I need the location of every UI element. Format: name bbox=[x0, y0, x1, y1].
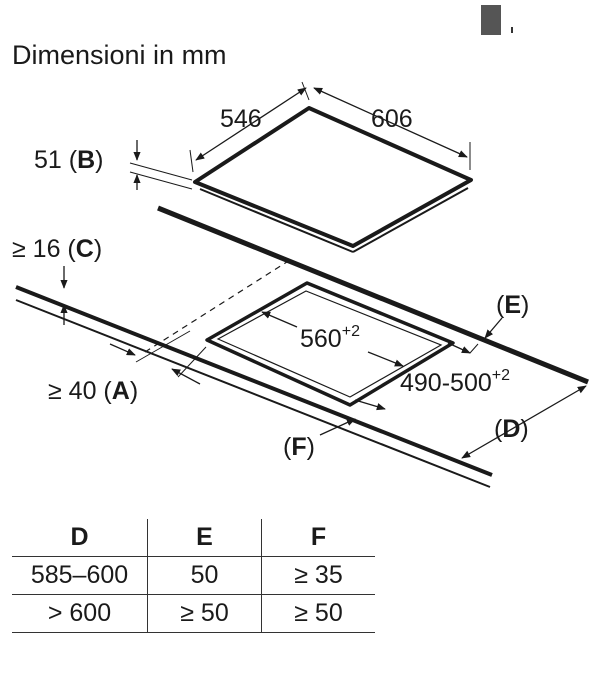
table-header-d: D bbox=[12, 519, 148, 557]
label-b-value: 51 ( bbox=[34, 146, 78, 174]
label-a: ≥ 40 (A) bbox=[48, 377, 138, 405]
label-b-close: ) bbox=[95, 146, 103, 174]
label-f-close: ) bbox=[307, 433, 315, 461]
table-header-e: E bbox=[147, 519, 262, 557]
corner-mark bbox=[481, 5, 501, 35]
label-f: (F) bbox=[283, 433, 315, 461]
label-c: ≥ 16 (C) bbox=[12, 235, 102, 263]
label-depth: 606 bbox=[371, 105, 413, 133]
table-cell: ≥ 35 bbox=[261, 556, 375, 595]
table-cell: ≥ 50 bbox=[261, 594, 375, 633]
cutout bbox=[205, 281, 455, 407]
corner-tick bbox=[511, 27, 513, 33]
label-e: (E) bbox=[496, 291, 529, 319]
label-cutout-depth-tolerance: +2 bbox=[492, 367, 510, 384]
label-width: 546 bbox=[220, 105, 262, 133]
label-f-letter: F bbox=[291, 433, 306, 461]
label-cutout-width-value: 560 bbox=[300, 325, 342, 353]
label-e-close: ) bbox=[521, 291, 529, 319]
label-e-open: ( bbox=[496, 291, 505, 319]
label-c-letter: C bbox=[76, 235, 94, 263]
table-row: 585–600 50 ≥ 35 bbox=[12, 556, 375, 595]
table-header-f: F bbox=[261, 519, 375, 557]
label-a-value: ≥ 40 ( bbox=[48, 377, 112, 405]
label-d-letter: D bbox=[502, 415, 520, 443]
edge-leaders bbox=[319, 317, 587, 459]
page-title: Dimensioni in mm bbox=[12, 40, 227, 70]
label-cutout-width: 560+2 bbox=[300, 323, 360, 353]
label-c-value: ≥ 16 ( bbox=[12, 235, 76, 263]
label-a-close: ) bbox=[130, 377, 138, 405]
label-d-open: ( bbox=[494, 415, 503, 443]
cutout-dimensions bbox=[261, 311, 479, 411]
label-d: (D) bbox=[494, 415, 529, 443]
label-cutout-width-tolerance: +2 bbox=[342, 323, 360, 340]
table-cell: > 600 bbox=[12, 594, 148, 633]
table-cell: 50 bbox=[147, 556, 262, 595]
gap-a-dimension bbox=[109, 330, 207, 385]
label-d-close: ) bbox=[520, 415, 528, 443]
label-a-letter: A bbox=[112, 377, 130, 405]
label-cutout-depth-value: 490-500 bbox=[400, 369, 492, 397]
table-row: > 600 ≥ 50 ≥ 50 bbox=[12, 594, 375, 633]
label-b-letter: B bbox=[77, 146, 95, 174]
worktop bbox=[15, 205, 589, 488]
label-cutout-depth: 490-500+2 bbox=[400, 367, 510, 397]
table-cell: ≥ 50 bbox=[147, 594, 262, 633]
label-c-close: ) bbox=[94, 235, 102, 263]
label-b: 51 (B) bbox=[34, 146, 103, 174]
label-e-letter: E bbox=[504, 291, 521, 319]
hob-dimensions bbox=[129, 81, 471, 190]
table-header-row: D E F bbox=[12, 519, 375, 557]
dimensions-table: D E F 585–600 50 ≥ 35 > 600 ≥ 50 ≥ 50 bbox=[12, 519, 375, 633]
table-cell: 585–600 bbox=[12, 556, 148, 595]
label-f-open: ( bbox=[283, 433, 292, 461]
